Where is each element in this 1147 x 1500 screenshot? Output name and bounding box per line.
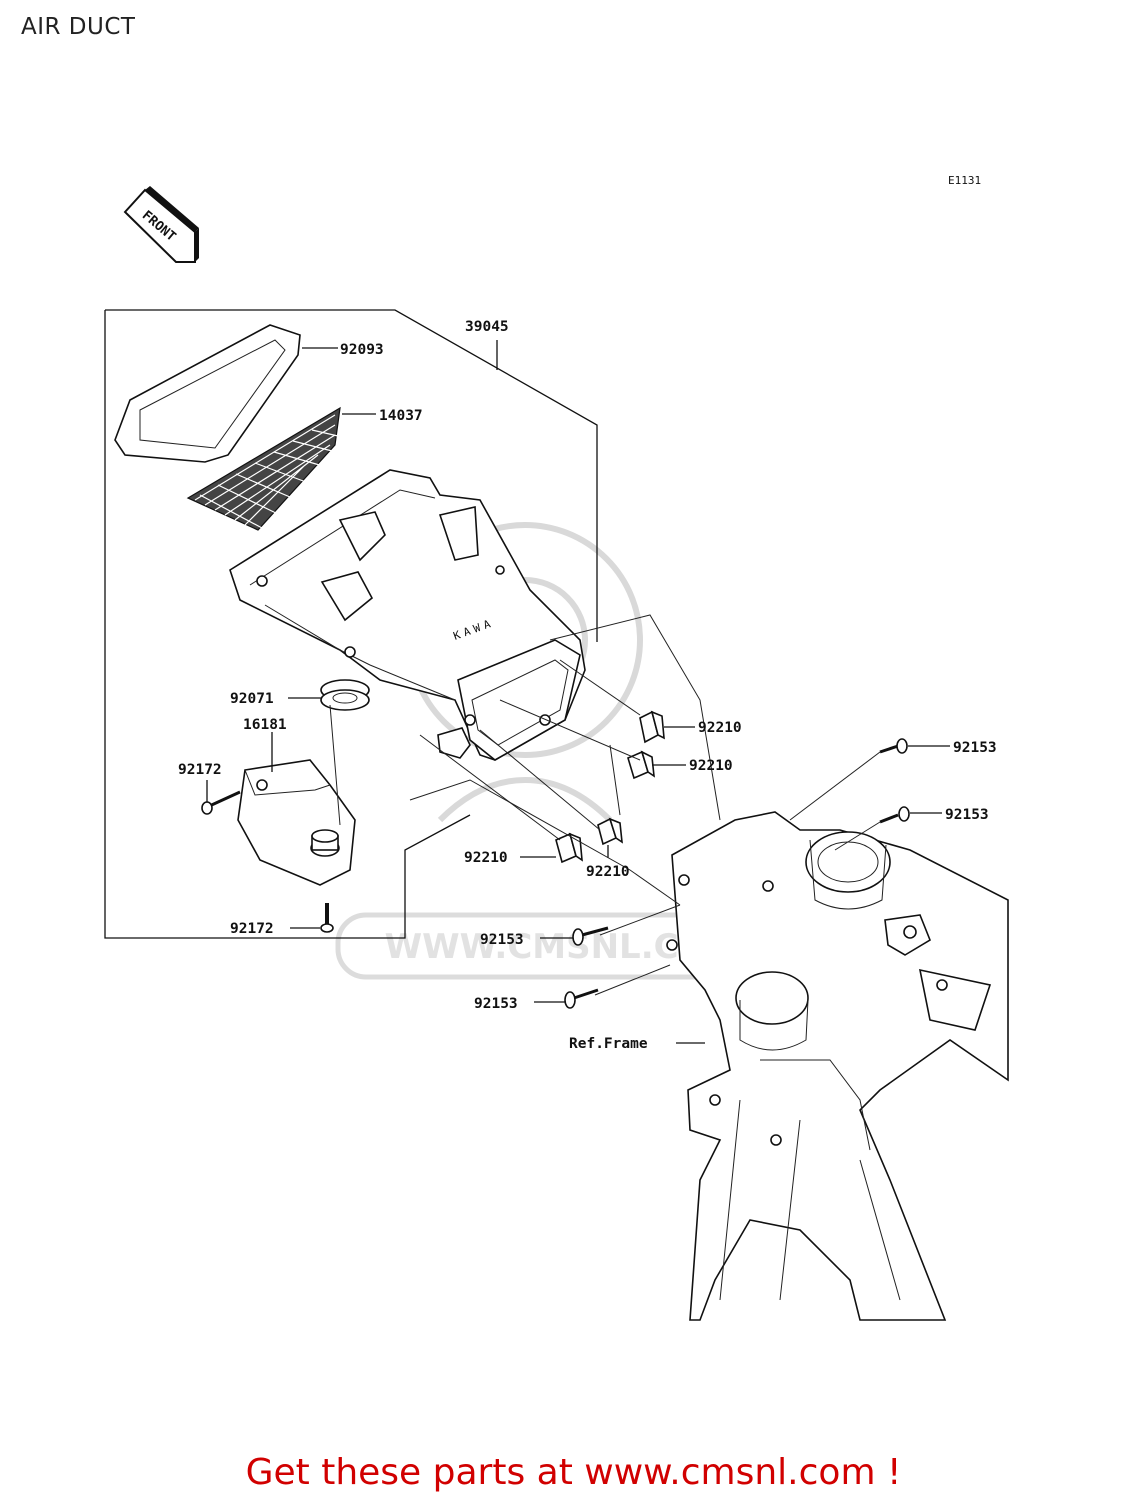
part-39045-duct: KAWA (229, 469, 586, 761)
callout-14037: 14037 (379, 408, 423, 424)
assembly-bracket (104, 309, 598, 939)
leader-lines (206, 340, 950, 1044)
clip-92210-d (555, 832, 583, 864)
callout-92210-d: 92210 (464, 850, 508, 866)
bolt-92153-b (879, 806, 910, 824)
callout-16181: 16181 (243, 717, 287, 733)
callout-92172-lower: 92172 (230, 921, 274, 937)
part-16181-reservoir (237, 704, 356, 886)
callout-92172-upper: 92172 (178, 762, 222, 778)
bolt-92172-lower (320, 903, 334, 933)
callout-92153-c: 92153 (480, 932, 524, 948)
front-arrow-icon: FRONT (123, 186, 199, 263)
callout-ref-frame: Ref.Frame (569, 1036, 648, 1052)
bolt-92153-c (572, 926, 609, 946)
diagram-code: E1131 (948, 174, 981, 187)
page-title: AIR DUCT (21, 14, 136, 40)
promo-link[interactable]: Get these parts at www.cmsnl.com ! (245, 1452, 902, 1493)
clip-92210-c (597, 817, 623, 846)
callout-92210-c: 92210 (586, 864, 630, 880)
clip-92210-a (639, 710, 665, 744)
clip-92210-b (627, 750, 655, 780)
callout-92093: 92093 (340, 342, 384, 358)
callout-92153-d: 92153 (474, 996, 518, 1012)
callout-92210-a: 92210 (698, 720, 742, 736)
callout-92153-a: 92153 (953, 740, 997, 756)
callout-92153-b: 92153 (945, 807, 989, 823)
callout-92071: 92071 (230, 691, 274, 707)
part-92093-cover (114, 324, 301, 463)
part-14037-mesh (186, 406, 341, 531)
callout-39045: 39045 (465, 319, 509, 335)
ref-frame (666, 811, 1009, 1321)
bolt-92153-a (879, 738, 908, 754)
callout-92210-b: 92210 (689, 758, 733, 774)
bolt-92172-upper (201, 790, 241, 815)
bolt-92153-d (564, 988, 599, 1009)
part-92071-grommet (320, 679, 370, 711)
